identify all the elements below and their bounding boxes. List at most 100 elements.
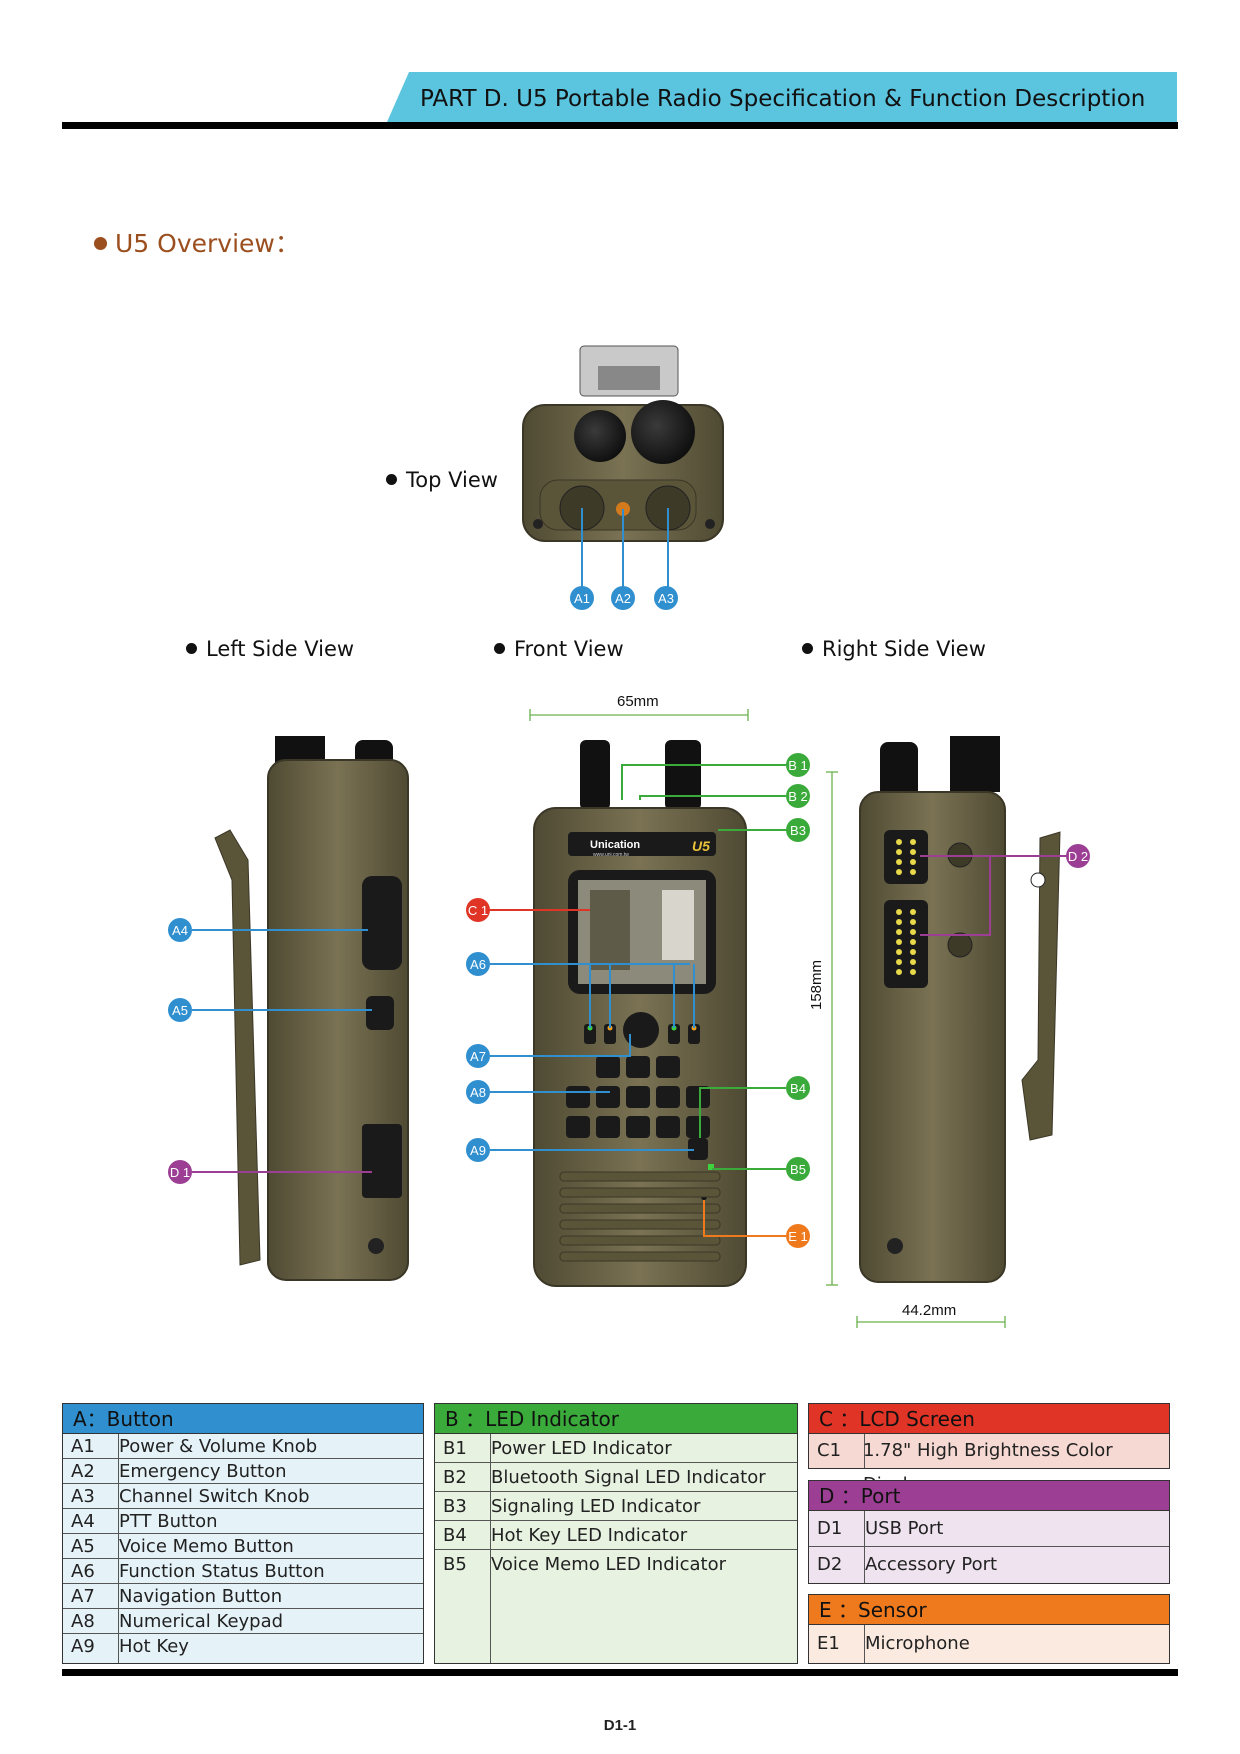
table-b-title: B ：LED Indicator <box>435 1404 797 1434</box>
row-name: 1.78" High Brightness Color Display <box>862 1440 1113 1495</box>
row-code: B1 <box>443 1438 467 1459</box>
voice-memo-led <box>708 1164 714 1170</box>
row-name: Voice Memo LED Indicator <box>491 1554 727 1575</box>
lcd-image <box>662 890 694 960</box>
screw-icon <box>368 1238 384 1254</box>
callout-b5: B5 <box>786 1157 810 1181</box>
row-code: B4 <box>443 1525 467 1546</box>
table-d-title: D ：Port <box>809 1481 1169 1511</box>
row-code: B5 <box>443 1554 467 1575</box>
callout-a8: A8 <box>466 1080 490 1104</box>
left-belt-clip <box>214 829 261 1266</box>
column-divider <box>864 1434 865 1468</box>
svg-text:D 1: D 1 <box>170 1165 190 1180</box>
top-antenna <box>631 400 695 464</box>
keypad-key <box>686 1086 710 1108</box>
table-a-title: A：Button <box>63 1404 423 1434</box>
table-row: A9 Hot Key <box>63 1634 423 1659</box>
keypad-key <box>596 1116 620 1138</box>
dimension-lines <box>529 709 1006 1328</box>
row-name: PTT Button <box>119 1511 218 1532</box>
front-knob-left <box>580 740 610 810</box>
port-pin <box>896 949 902 955</box>
keypad-key <box>656 1086 680 1108</box>
port-pin <box>896 959 902 965</box>
screw-icon <box>533 519 543 529</box>
callout-a5: A5 <box>168 998 192 1022</box>
callout-b3: B3 <box>786 818 810 842</box>
depth-dimension: 44.2mm <box>902 1302 957 1319</box>
overview-title-text: U5 Overview： <box>115 229 300 258</box>
svg-text:B4: B4 <box>790 1081 806 1096</box>
function-button-icon <box>604 1024 616 1044</box>
column-divider <box>864 1625 865 1663</box>
svg-text:B3: B3 <box>790 823 806 838</box>
row-name: Channel Switch Knob <box>119 1486 310 1507</box>
front-logo-plate <box>568 832 716 856</box>
screw-icon <box>705 519 715 529</box>
table-e-title: E ：Sensor <box>809 1595 1169 1625</box>
svg-text:D 2: D 2 <box>1068 849 1088 864</box>
grille-slot <box>559 1219 721 1230</box>
hot-key-icon <box>688 1138 708 1160</box>
right-body <box>859 791 1006 1283</box>
row-name: USB Port <box>865 1518 944 1539</box>
right-belt-clip <box>1021 831 1061 1141</box>
speaker-grille <box>559 1171 721 1262</box>
usb-port-cover-icon <box>362 1124 402 1198</box>
grille-slot <box>559 1187 721 1198</box>
width-dimension: 65mm <box>617 693 659 710</box>
keypad-key <box>626 1056 650 1078</box>
row-name: Signaling LED Indicator <box>491 1496 701 1517</box>
table-row: B5 Voice Memo LED Indicator <box>435 1550 797 1579</box>
row-name: Power & Volume Knob <box>119 1436 318 1457</box>
callout-a7: A7 <box>466 1044 490 1068</box>
bullet-icon <box>802 642 813 654</box>
row-name: Emergency Button <box>119 1461 287 1482</box>
row-name: Hot Key <box>119 1636 189 1657</box>
callout-a4: A4 <box>168 918 192 942</box>
port-pin <box>896 929 902 935</box>
page-number: D1-1 <box>603 1717 637 1734</box>
top-view-device <box>522 345 724 542</box>
table-c-body: C11.78" High Brightness Color Display <box>809 1434 1169 1495</box>
header-rule <box>62 122 1178 129</box>
row-code: B3 <box>443 1496 467 1517</box>
column-divider <box>118 1434 119 1663</box>
screw-icon <box>887 1238 903 1254</box>
row-code: A4 <box>71 1511 95 1532</box>
row-code: D2 <box>817 1554 843 1575</box>
port-pin <box>910 969 916 975</box>
website-text: www.uni.com.tw <box>593 852 629 858</box>
bullet-icon <box>494 642 505 654</box>
row-name: Power LED Indicator <box>491 1438 672 1459</box>
front-device: Unication U5 www.uni.com.tw <box>533 740 747 1287</box>
keypad-key <box>656 1056 680 1078</box>
row-code: A9 <box>71 1636 95 1657</box>
keypad-key <box>566 1086 590 1108</box>
port-pin <box>910 849 916 855</box>
row-code: A6 <box>71 1561 95 1582</box>
table-row: B1 Power LED Indicator <box>435 1434 797 1463</box>
page-title: PART D. U5 Portable Radio Specification … <box>420 86 1146 112</box>
front-view-label: Front View <box>494 637 624 661</box>
front-view-text: Front View <box>514 637 624 661</box>
callout-a9: A9 <box>466 1138 490 1162</box>
right-view-text: Right Side View <box>822 637 986 661</box>
right-knob <box>880 742 918 798</box>
top-knob-left <box>574 410 626 462</box>
keypad-key <box>596 1086 620 1108</box>
grille-slot <box>559 1251 721 1262</box>
top-view-label: Top View <box>386 468 498 492</box>
port-pin <box>896 859 902 865</box>
port-pin <box>896 869 902 875</box>
